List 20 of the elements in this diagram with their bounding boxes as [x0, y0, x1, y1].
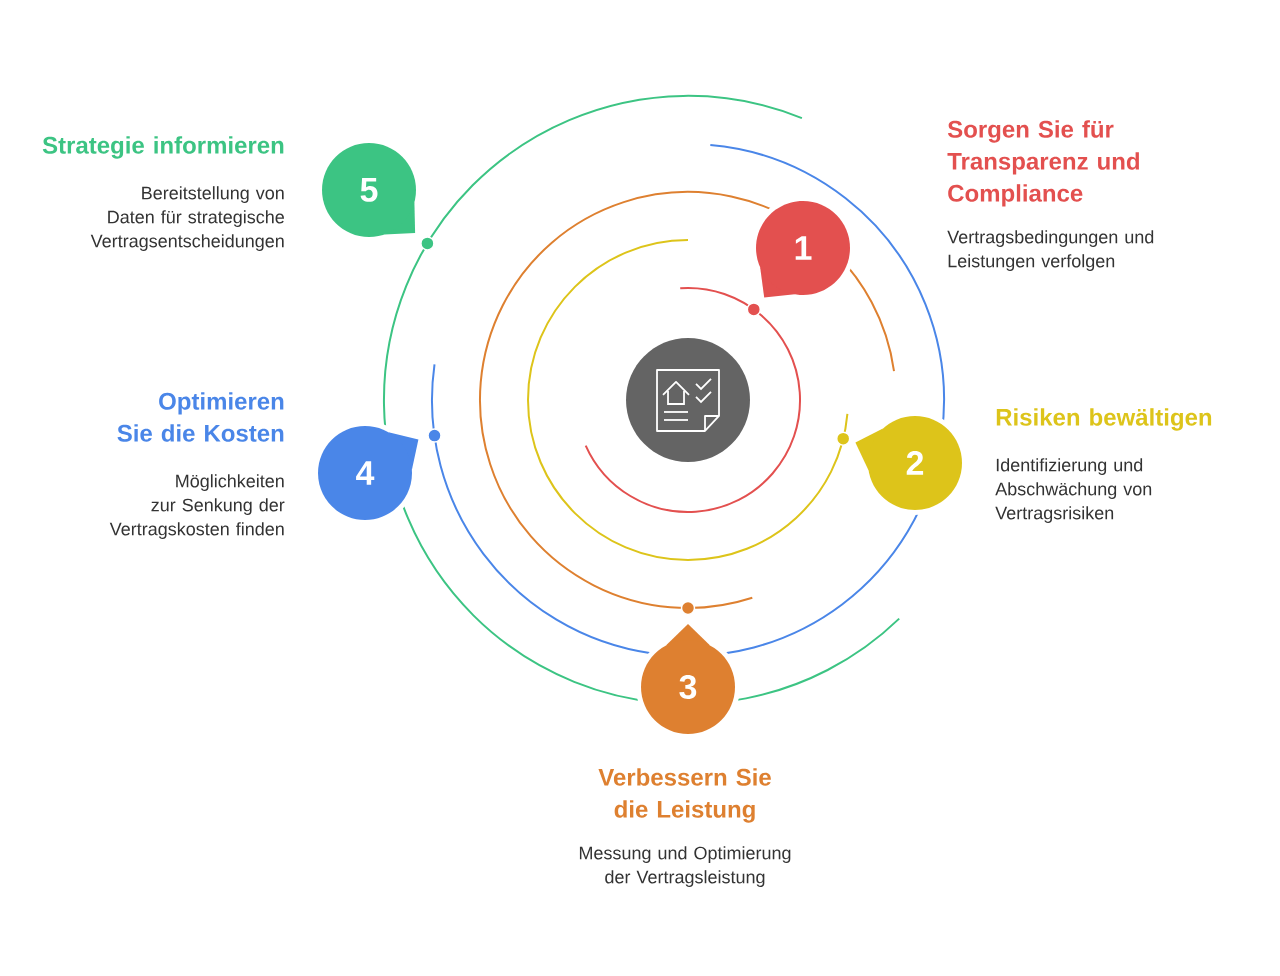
step-description: Möglichkeiten zur Senkung der Vertragskosten finden — [109, 474, 285, 539]
step-description: Bereitstellung von Daten für strategische Vertragsentscheidungen — [90, 186, 284, 251]
step-heading: Verbessern Sie die Leistung — [598, 768, 771, 823]
node-label: 3 — [679, 674, 697, 700]
step-description: Vertragsbedingungen und Leistungen verfolgen — [947, 230, 1154, 271]
numbered-bubble: 2 — [855, 411, 967, 515]
step-heading: Risiken bewältigen — [996, 408, 1212, 431]
numbered-bubble: 5 — [317, 138, 421, 242]
step-heading: Optimieren Sie die Kosten — [117, 392, 284, 442]
step-heading: Strategie informieren — [42, 136, 284, 159]
numbered-bubble: 4 — [313, 421, 419, 525]
step-description: Messung und Optimierung der Vertragsleistung — [579, 846, 791, 887]
numbered-bubble: 3 — [636, 624, 740, 739]
step-description: Identifizierung und Abschwächung von Vertragsrisiken — [995, 458, 1152, 523]
node-label: 1 — [795, 236, 812, 260]
step-heading: Sorgen Sie für Transparenz und Compliance — [947, 120, 1139, 207]
node-label: 4 — [356, 461, 375, 485]
center-circle — [626, 338, 750, 462]
node-label: 2 — [906, 451, 924, 475]
numbered-bubble: 1 — [751, 196, 855, 300]
